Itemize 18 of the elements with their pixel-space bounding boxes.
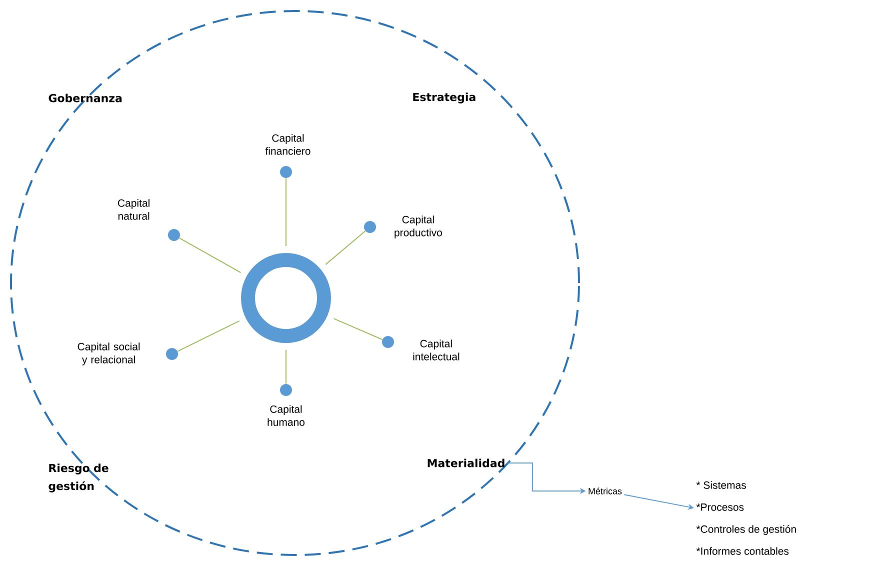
capital-label: Capital social y relacional [78,342,140,366]
corner-label: Gobernanza [48,94,122,102]
dashed-circle [10,10,580,556]
corner-label: Estrategia [413,92,476,104]
connector [178,238,242,274]
item-list: * Sistemas *Procesos *Controles de gestión *Informes contables [696,481,796,555]
corner-label: Riesgo de gestión [48,464,108,492]
capital-label: Capital intelectual [413,340,460,360]
capital-label: Capital productivo [394,216,442,238]
connector [325,230,366,265]
metric-label: Métricas [588,488,622,494]
connector [333,318,383,340]
materialidad-label: Materialidad [428,458,504,468]
capital-label: Capital natural [118,199,150,220]
ring [241,253,331,343]
capital-label: Capital financiero [265,134,310,155]
capital-label: Capital humano [268,405,305,426]
connector [177,320,240,352]
